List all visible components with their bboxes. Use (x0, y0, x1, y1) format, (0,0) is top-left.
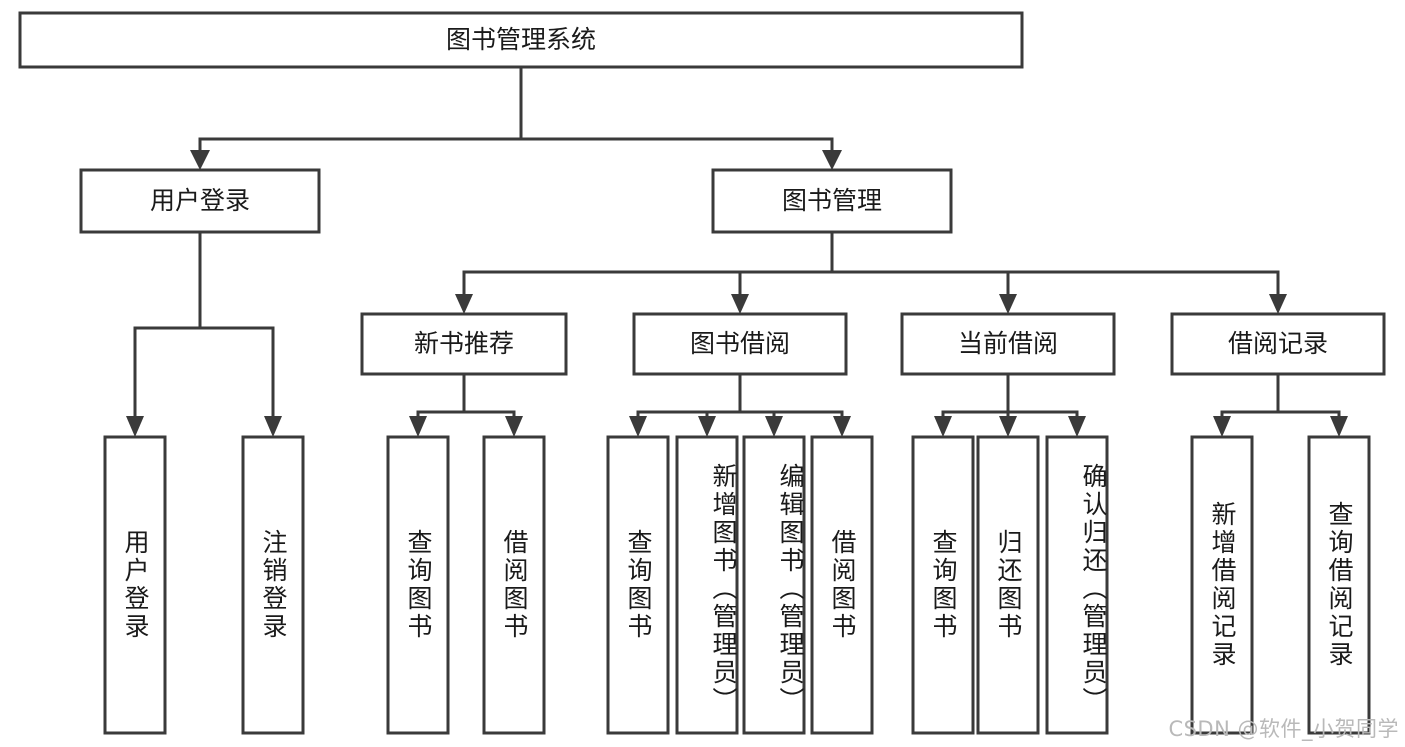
leaf-box-13[interactable] (1307, 435, 1371, 735)
arrowhead-leaf-9 (934, 416, 952, 437)
node-book-borrow[interactable]: 图书借阅 (632, 312, 848, 376)
arrowhead-l3-1 (455, 294, 473, 314)
node-borrow-record[interactable]: 借阅记录 (1170, 312, 1386, 376)
leaf-box-9[interactable] (911, 435, 975, 735)
node-user-login[interactable]: 用户登录 (79, 168, 321, 234)
node-borrow-record-label: 借阅记录 (1228, 329, 1328, 358)
leaf-box-4[interactable] (482, 435, 546, 735)
arrowhead-leaf-5 (629, 416, 647, 437)
node-book-borrow-label: 图书借阅 (690, 329, 790, 358)
arrowhead-l3-2 (731, 294, 749, 314)
leaf-box-2[interactable] (241, 435, 305, 735)
leaf-box-5[interactable] (606, 435, 670, 735)
arrowhead-user-login (190, 150, 210, 170)
node-root[interactable]: 图书管理系统 (18, 11, 1024, 69)
node-book-borrow-box[interactable] (632, 312, 848, 376)
arrowhead-leaf-12 (1213, 416, 1231, 437)
node-root-label: 图书管理系统 (446, 25, 596, 54)
leaf-box-8[interactable] (810, 435, 874, 735)
node-user-login-label: 用户登录 (150, 186, 250, 215)
leaf-box-10[interactable] (976, 435, 1040, 735)
arrowhead-leaf-1 (126, 416, 144, 437)
edge-group (126, 65, 1348, 437)
arrowhead-leaf-6 (698, 416, 716, 437)
arrowhead-leaf-3 (409, 416, 427, 437)
arrowhead-leaf-8 (833, 416, 851, 437)
leaf-box-3[interactable] (386, 435, 450, 735)
node-new-book-recommend[interactable]: 新书推荐 (360, 312, 568, 376)
node-current-borrow-label: 当前借阅 (958, 329, 1058, 358)
node-current-borrow-box[interactable] (900, 312, 1116, 376)
node-new-book-recommend-label: 新书推荐 (414, 329, 514, 358)
node-book-management-box[interactable] (711, 168, 953, 234)
node-book-management[interactable]: 图书管理 (711, 168, 953, 234)
arrowhead-leaf-2 (264, 416, 282, 437)
node-borrow-record-box[interactable] (1170, 312, 1386, 376)
watermark-text: CSDN @软件_小贺同学 (1168, 717, 1399, 741)
leaf-box-group (103, 435, 1371, 735)
leaf-box-11[interactable] (1045, 435, 1109, 735)
leaf-box-6[interactable] (675, 435, 739, 735)
arrowhead-book-mgmt (822, 150, 842, 170)
node-new-book-recommend-box[interactable] (360, 312, 568, 376)
arrowhead-leaf-11 (1068, 416, 1086, 437)
arrowhead-leaf-7 (765, 416, 783, 437)
node-current-borrow[interactable]: 当前借阅 (900, 312, 1116, 376)
arrowhead-leaf-13 (1330, 416, 1348, 437)
arrowhead-l3-3 (999, 294, 1017, 314)
node-user-login-box[interactable] (79, 168, 321, 234)
arrowhead-leaf-10 (999, 416, 1017, 437)
arrowhead-l3-4 (1269, 294, 1287, 314)
arrowhead-leaf-4 (505, 416, 523, 437)
leaf-box-1[interactable] (103, 435, 167, 735)
leaf-box-7[interactable] (742, 435, 806, 735)
leaf-box-12[interactable] (1190, 435, 1254, 735)
node-book-management-label: 图书管理 (782, 186, 882, 215)
node-root-box[interactable] (18, 11, 1024, 69)
